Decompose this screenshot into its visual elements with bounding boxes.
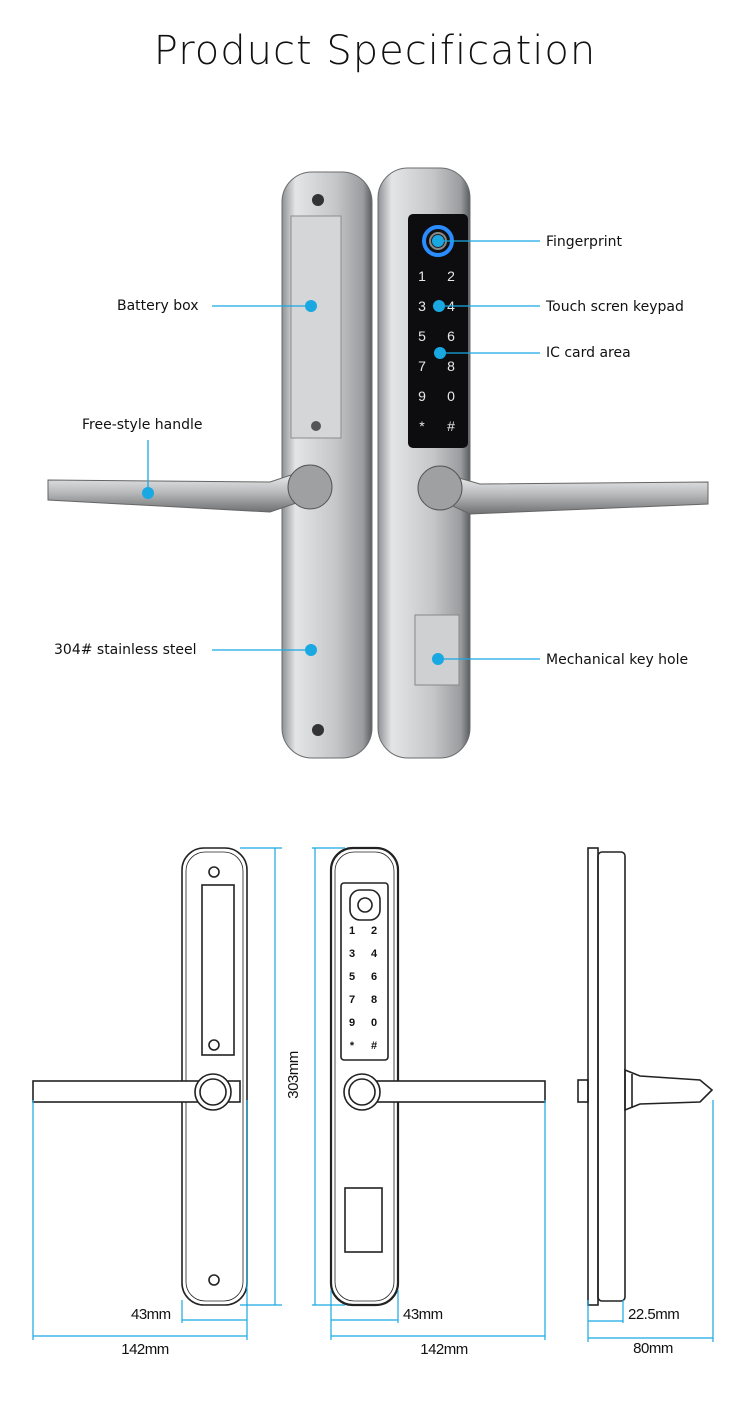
screw-icon [312,194,324,206]
callout-fingerprint: Fingerprint [546,234,622,250]
keypad-key: 0 [447,388,455,404]
callout-battery-box: Battery box [117,298,199,314]
keypad-key: # [447,418,455,434]
keypad-key: 5 [418,328,426,344]
keypad-key: * [350,1040,355,1052]
dimension-side-depth: 80mm [633,1340,673,1357]
callout-stainless-steel: 304# stainless steel [54,642,197,658]
keypad-key: 2 [371,925,377,937]
keypad-key: 8 [447,358,455,374]
inner-lock-plate [377,167,471,759]
keypad-key: 0 [371,1017,377,1029]
keypad-key: 2 [447,268,455,284]
dimension-height: 303mm [285,1051,302,1099]
keypad-key: 4 [371,948,378,960]
keypad-key: 5 [349,971,355,983]
front-view-outer [32,847,248,1306]
callout-keypad: Touch scren keypad [546,299,684,315]
dimension-total-width-left: 142mm [121,1341,169,1358]
dimension-lines [32,847,714,1342]
dimension-plate-width-right: 43mm [403,1306,443,1323]
dimension-plate-width-left: 43mm [131,1306,171,1323]
page-title: Product Specification [153,28,597,74]
callout-lines [142,235,540,665]
battery-box-cover [290,215,342,439]
front-view-inner [329,846,546,1307]
keypad-key: 8 [371,994,377,1006]
keypad-key: 6 [371,971,377,983]
callout-ic-card: IC card area [546,345,631,361]
keypad-key: 1 [418,268,426,284]
callout-key-hole: Mechanical key hole [546,652,689,668]
keypad-key: * [419,418,425,434]
key-hole-cover [414,614,460,686]
keypad-key: 3 [349,948,355,960]
dimension-total-width-right: 142mm [420,1341,468,1358]
keypad-key: 6 [447,328,455,344]
keypad-key: 7 [349,994,355,1006]
drawing-keypad-digits: 1 2 3 4 5 6 7 8 9 0 * # [349,925,378,1052]
keypad-key: 3 [418,298,426,314]
side-view [577,847,714,1306]
callout-handle: Free-style handle [82,417,203,433]
keypad-key: 9 [418,388,426,404]
keypad-key: 9 [349,1017,355,1029]
outer-lock-plate [281,171,373,759]
screw-icon [312,724,324,736]
screw-icon [311,421,321,431]
keypad-key: 1 [349,925,355,937]
keypad-key: # [371,1040,377,1052]
dimension-side-thickness: 22.5mm [628,1306,679,1323]
keypad-key: 7 [418,358,426,374]
touch-keypad-panel [408,214,468,448]
